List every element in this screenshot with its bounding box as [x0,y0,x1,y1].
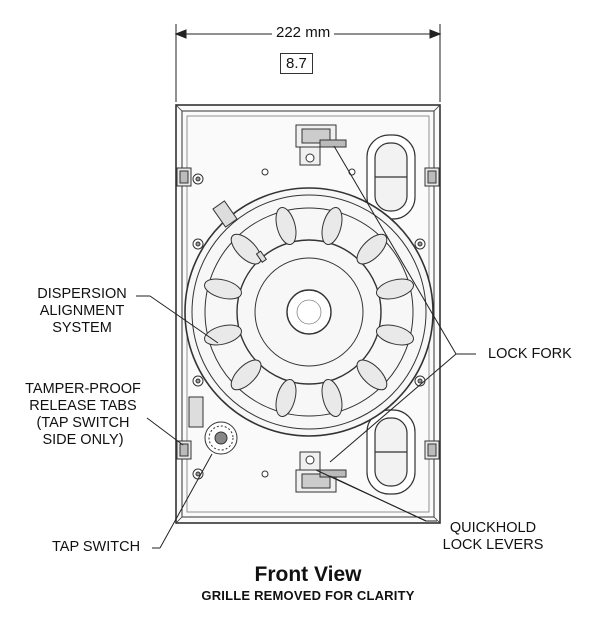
quickhold-label: QUICKHOLD LOCK LEVERS [432,520,554,554]
tamper-proof-label: TAMPER-PROOF RELEASE TABS (TAP SWITCH SI… [14,381,152,449]
dispersion-vent [230,359,262,391]
tap-switch-label: TAP SWITCH [52,539,141,555]
dispersion-vent [376,324,414,346]
quickhold-label-line1: QUICKHOLD [449,520,537,536]
tamper-proof-label-line2: RELEASE TABS [29,398,137,414]
dispersion-label-line3: SYSTEM [52,320,112,336]
quickhold-levers [295,451,347,493]
caption-title: Front View [254,563,362,586]
alignment-tab [212,200,268,263]
dimension-width-label: 222 mm [272,24,335,41]
dispersion-vent [275,379,297,417]
port-openings [366,134,416,495]
tamper-proof-label-line3: (TAP SWITCH [36,415,130,431]
dispersion-vent [356,359,388,391]
tamper-proof-label-line1: TAMPER-PROOF [25,381,141,397]
dispersion-vent [321,207,343,245]
dispersion-vent [376,278,414,300]
tamper-proof-label-line4: SIDE ONLY) [42,432,124,448]
dimension-inch-label: 8.7 [280,53,313,74]
dispersion-label: DISPERSION ALIGNMENT SYSTEM [22,286,142,337]
leader-lines [136,145,476,549]
dispersion-vent [230,233,262,265]
quickhold-label-line2: LOCK LEVERS [442,537,544,553]
tap-switch [188,396,238,455]
dispersion-vent [204,278,242,300]
caption-subtitle: GRILLE REMOVED FOR CLARITY [201,588,415,603]
lock-fork-label: LOCK FORK [488,346,572,362]
screw-holes [192,168,426,480]
dispersion-label-line1: DISPERSION [37,286,127,302]
dispersion-vent [321,379,343,417]
dispersion-label-line2: ALIGNMENT [39,303,125,319]
lock-fork-top [295,124,347,166]
woofer [184,187,434,437]
dispersion-vent [356,233,388,265]
dispersion-vent [275,207,297,245]
side-clips [176,167,440,460]
